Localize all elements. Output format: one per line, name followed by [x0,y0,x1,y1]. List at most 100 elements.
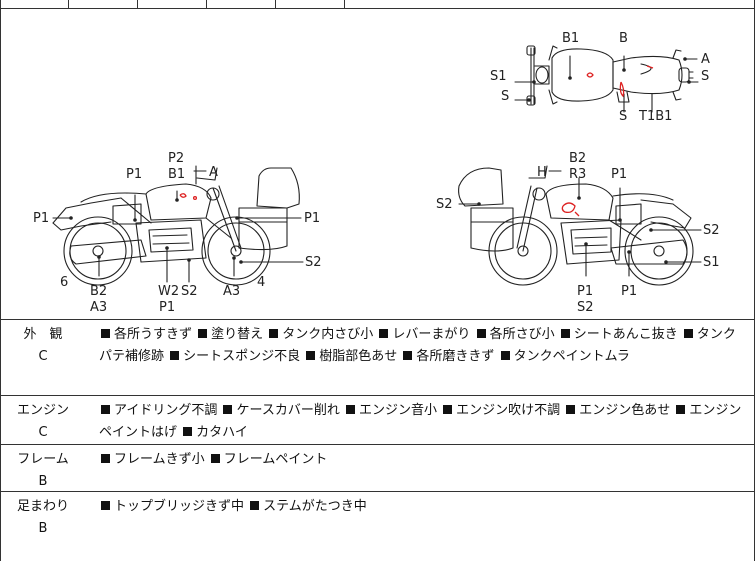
bullet-square-icon [101,501,110,510]
leader-lines-right [458,170,702,277]
row-category: エンジン C [1,396,85,444]
condition-items: トップブリッジきず中 ステムがたつき中 [99,496,742,518]
condition-item: エンジン色あせ [579,403,675,418]
grade-value: B [38,521,48,536]
column-divider [68,0,69,8]
condition-item: 各所磨ききず [416,349,499,364]
label-p1-left-bottom: P1 [159,300,175,315]
condition-item: エンジンペイントはげ [99,403,742,440]
condition-item: シートあんこ抜き [573,327,682,342]
damage-mark [561,202,580,217]
bullet-square-icon [403,351,413,360]
column-divider [344,0,345,8]
bullet-square-icon [198,329,208,338]
label-s2-left-right: S2 [305,255,322,270]
label-a3-left-bottom: A3 [223,284,240,299]
condition-item: タンクパテ補修跡 [99,327,736,364]
bullet-square-icon [269,329,279,338]
category-label: エンジン [16,403,69,418]
label-6-left: 6 [60,275,68,290]
condition-item: アイドリング不調 [114,403,222,418]
grade-value: C [38,425,48,440]
bullet-square-icon [101,454,110,463]
motorcycle-top-view [526,45,694,106]
label-r3-right: R3 [569,167,586,182]
condition-item: 各所うすきず [114,327,197,342]
anchor-dots [69,57,691,264]
bullet-square-icon [250,501,260,510]
label-p1-right-bottom2: P1 [621,284,637,299]
condition-row-exterior: 外 観 C 各所うすきず 塗り替え タンク内さび小 レバーまがり 各所さび小 シ… [0,320,755,396]
label-a3-left: A3 [90,300,107,315]
condition-item: 塗り替え [211,327,268,342]
grade-value: C [38,349,48,364]
bullet-square-icon [183,427,193,436]
category-label: 足まわり [16,499,69,514]
leader-lines-left [52,165,304,283]
condition-item: 各所さび小 [489,327,559,342]
label-s1-top: S1 [490,69,507,84]
condition-item: ケースカバー削れ [236,403,344,418]
bullet-square-icon [676,405,686,414]
label-p1-left-right: P1 [304,211,320,226]
label-t1b1-top: T1B1 [638,109,672,124]
label-s-top-left: S [501,89,509,104]
condition-item: ステムがたつき中 [263,499,367,514]
label-b1-left: B1 [168,167,185,182]
motorcycle-right-view [458,165,694,286]
label-s1-right-right: S1 [703,255,720,270]
condition-item: フレームペイント [223,452,328,467]
condition-row-suspension: 足まわり B トップブリッジきず中 ステムがたつき中 [0,492,755,561]
motorcycle-left-view [52,167,300,286]
label-s2-left-bottom: S2 [181,284,198,299]
label-p1-left-side: P1 [33,211,49,226]
damage-diagram-panel: B1 B A S1 S S S T1B1 P2 B1 A P1 P1 P1 S2… [0,8,755,320]
row-category: 外 観 C [1,320,85,368]
label-b1-top: B1 [562,31,579,46]
bullet-square-icon [560,329,570,338]
label-b2-left: B2 [90,284,107,299]
condition-item: カタハイ [196,425,248,440]
row-category: 足まわり B [1,492,85,540]
condition-items: アイドリング不調 ケースカバー削れ エンジン音小 エンジン吹け不調 エンジン色あ… [99,400,742,444]
label-4-left: 4 [257,275,265,290]
grade-value: B [38,474,48,489]
label-s2-right-left: S2 [436,197,453,212]
bullet-square-icon [223,405,233,414]
label-p2-left: P2 [168,151,184,166]
label-w2-left: W2 [158,284,179,299]
bullet-square-icon [101,329,110,338]
label-s2-right-right: S2 [703,223,720,238]
motorcycle-damage-diagram: B1 B A S1 S S S T1B1 P2 B1 A P1 P1 P1 S2… [33,31,720,315]
bullet-square-icon [170,351,180,360]
label-s-top-right: S [701,69,709,84]
damage-mark [179,193,187,198]
column-divider [275,0,276,8]
row-category: フレーム B [1,445,85,493]
column-divider [137,0,138,8]
condition-item: トップブリッジきず中 [114,499,249,514]
condition-items: フレームきず小 フレームペイント [99,449,742,471]
label-s-top-bottom: S [619,109,627,124]
category-label: 外 観 [23,327,63,342]
condition-item: エンジン吹け不調 [456,403,565,418]
damage-mark [646,65,654,69]
label-p1-right-top: P1 [611,167,627,182]
bullet-square-icon [476,329,486,338]
damage-mark [192,195,198,201]
category-label: フレーム [17,452,69,467]
label-a-left: A [209,165,218,180]
condition-item: エンジン音小 [358,403,442,418]
damage-mark [619,81,625,98]
label-p1-left-top: P1 [126,167,142,182]
label-h-right: H [537,165,547,180]
label-b-top: B [619,31,628,46]
bullet-square-icon [101,405,110,414]
condition-item: 樹脂部色あせ [319,349,402,364]
damage-marks [179,65,654,217]
condition-items: 各所うすきず 塗り替え タンク内さび小 レバーまがり 各所さび小 シートあんこ抜… [99,324,742,368]
bullet-square-icon [306,351,316,360]
condition-row-frame: フレーム B フレームきず小 フレームペイント [0,445,755,492]
bullet-square-icon [683,329,693,338]
